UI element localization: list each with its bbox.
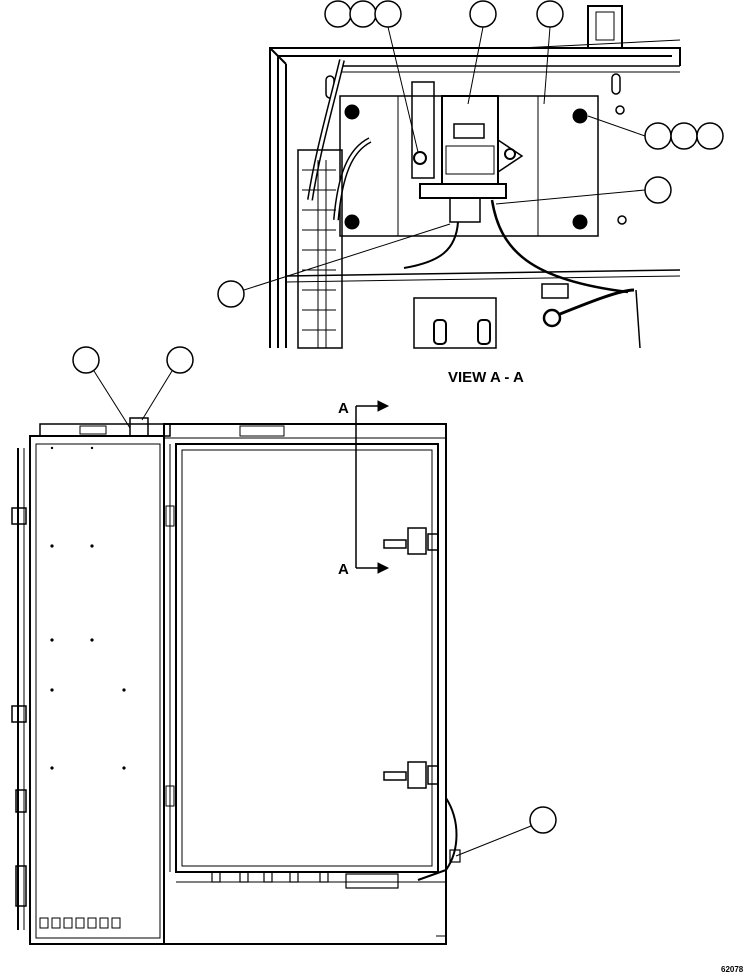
leader-lines-lower xyxy=(93,370,532,857)
terminal-strip xyxy=(297,149,343,349)
mounting-hole xyxy=(344,104,360,120)
right-cabinet xyxy=(163,423,447,945)
top-latch-block xyxy=(587,5,623,49)
top-fitting xyxy=(129,417,149,437)
callout-balloon xyxy=(349,0,377,28)
callout-balloon xyxy=(374,0,402,28)
callout-balloon xyxy=(72,346,100,374)
view-label: VIEW A - A xyxy=(448,369,524,386)
mounting-hole xyxy=(344,214,360,230)
mounting-hole xyxy=(572,108,588,124)
callout-balloon xyxy=(644,122,672,150)
drawing-number: 62078 xyxy=(721,965,743,974)
relay-component xyxy=(441,95,499,185)
callout-balloon xyxy=(324,0,352,28)
mounting-hole xyxy=(572,214,588,230)
section-cut-line xyxy=(355,400,390,574)
callout-balloon xyxy=(469,0,497,28)
callout-balloon xyxy=(696,122,724,150)
cabinet-door xyxy=(175,443,439,873)
section-marker-top: A xyxy=(338,400,349,417)
leader-lines-upper xyxy=(243,26,646,291)
callout-group-upper xyxy=(217,0,724,308)
enclosure-frame xyxy=(269,47,681,348)
callout-balloon xyxy=(536,0,564,28)
callout-balloon xyxy=(529,806,557,834)
section-marker-bottom: A xyxy=(338,561,349,578)
door-latch-upper xyxy=(383,527,439,555)
cabinet-elevation-view xyxy=(11,417,461,945)
callout-balloon xyxy=(670,122,698,150)
ground-nut xyxy=(542,308,562,328)
callout-balloon xyxy=(217,280,245,308)
connector-plate xyxy=(413,297,497,349)
callout-balloon xyxy=(166,346,194,374)
callout-group-lower xyxy=(72,346,557,834)
view-a-a-detail xyxy=(269,5,681,349)
mounting-plate xyxy=(339,95,599,237)
callout-balloon xyxy=(644,176,672,204)
left-cabinet xyxy=(29,435,165,945)
base-bracket xyxy=(345,873,399,889)
door-latch-lower xyxy=(383,761,439,789)
